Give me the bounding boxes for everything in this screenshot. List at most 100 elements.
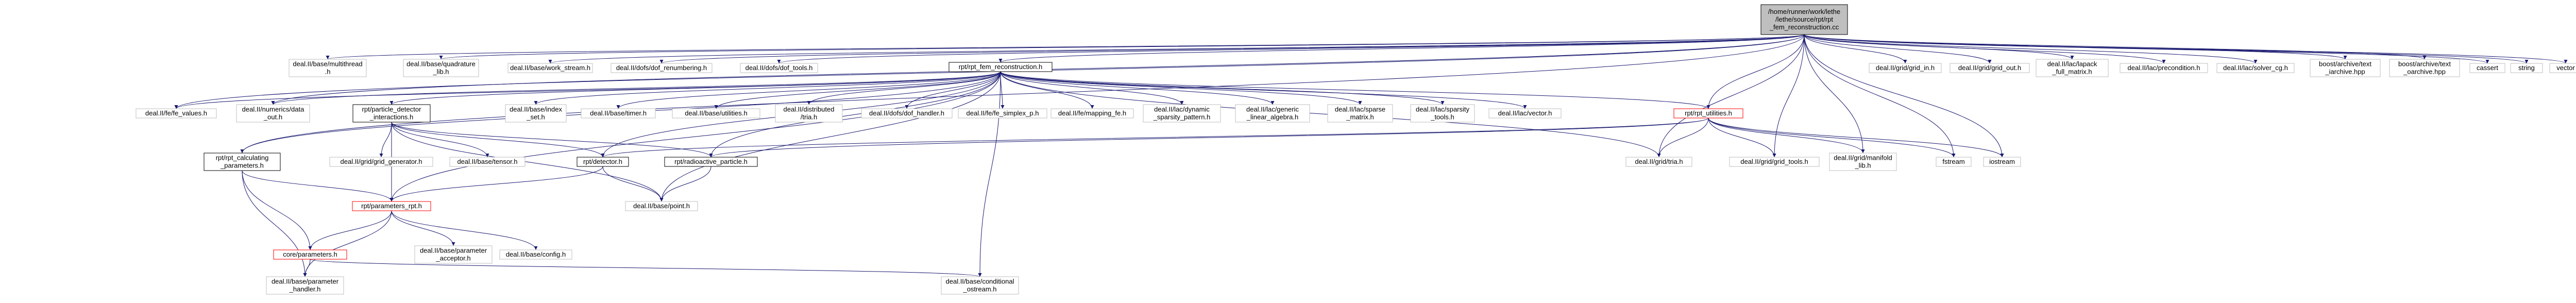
edge-rpt_calc_params-to-core_params [242, 170, 312, 250]
node-label: deal.II/grid/grid_tools.h [1740, 158, 1808, 165]
node-label: deal.II/lac/solver_cg.h [2223, 64, 2288, 72]
node-rpt_calc_params[interactable]: rpt/rpt_calculating_parameters.h [204, 153, 281, 171]
node-label: vector [2556, 64, 2575, 72]
node-box [625, 201, 698, 211]
node-box [2120, 63, 2208, 73]
node-label: deal.II/base/timer.h [590, 109, 647, 117]
node-box [1936, 157, 1972, 167]
node-pdi[interactable]: rpt/particle_detector_interactions.h [352, 104, 431, 123]
node-box [289, 59, 367, 77]
node-label: deal.II/base/multithread [293, 60, 362, 68]
node-box [266, 276, 344, 295]
node-param_rpt[interactable]: rpt/parameters_rpt.h [352, 201, 431, 211]
edge-root-to-fstream [1804, 34, 1956, 158]
edge-root-to-grid_out [1804, 34, 1992, 64]
node-label: rpt/rpt_fem_reconstruction.h [959, 63, 1043, 71]
edge-recon_h-to-sparsity_tools [1000, 71, 1445, 105]
edge-pdi-to-radioactive [391, 122, 713, 158]
edge-recon_h-to-dof_handler [905, 71, 1001, 109]
edge-rpt_utilities-to-fstream [1708, 117, 1956, 158]
node-box [664, 157, 758, 167]
node-multithread: deal.II/base/multithread.h [289, 59, 367, 77]
node-label: _ostream.h [962, 285, 996, 293]
node-label: deal.II/lac/precondition.h [2128, 64, 2200, 72]
node-detector[interactable]: rpt/detector.h [577, 157, 629, 167]
node-box [1235, 104, 1310, 123]
node-label: _acceptor.h [435, 255, 470, 262]
node-label: _fem_reconstruction.cc [1769, 23, 1839, 31]
node-label: rpt/parameters_rpt.h [361, 202, 422, 210]
node-recon_h[interactable]: rpt/rpt_fem_reconstruction.h [948, 62, 1053, 72]
node-label: deal.II/base/work_stream.h [510, 64, 590, 72]
node-vector: vector [2549, 63, 2576, 73]
edge-rpt_utilities-to-manifold_lib [1708, 117, 1865, 154]
node-index_set: deal.II/base/index_set.h [505, 104, 567, 123]
edge-recon_h-to-fe_mapping [1000, 71, 1094, 109]
node-root[interactable]: /home/runner/work/lethe/lethe/source/rpt… [1760, 4, 1848, 35]
node-label: deal.II/grid/grid_out.h [1958, 64, 2021, 72]
node-sparse_matrix: deal.II/lac/sparse_matrix.h [1327, 104, 1393, 123]
node-label: cassert [2477, 64, 2498, 72]
node-timer: deal.II/base/timer.h [581, 108, 656, 119]
node-box [2549, 63, 2576, 73]
node-box [1410, 104, 1475, 123]
node-label: deal.II/base/point.h [633, 202, 690, 210]
edge-recon_h-to-timer [616, 71, 1001, 109]
node-label: deal.II/fe/fe_values.h [145, 109, 207, 117]
node-dof_handler: deal.II/dofs/dof_handler.h [861, 108, 953, 119]
node-label: _linear_algebra.h [1246, 113, 1298, 121]
edge-root-to-grid_tria [1657, 34, 1805, 158]
node-label: deal.II/numerics/data [242, 106, 304, 113]
node-box [273, 249, 347, 260]
edge-rpt_utilities-to-radioactive [709, 117, 1709, 158]
node-box [1050, 108, 1134, 119]
edge-root-to-dof_renumbering [660, 34, 1805, 64]
node-box [611, 63, 713, 73]
node-label: _full_matrix.h [2052, 68, 2092, 76]
node-rpt_utilities[interactable]: rpt/rpt_utilities.h [1673, 108, 1743, 119]
edge-param_rpt-to-core_params [308, 210, 392, 250]
node-box [204, 153, 281, 171]
node-manifold_lib: deal.II/grid/manifold_lib.h [1829, 153, 1897, 171]
node-label: _lib.h [1854, 162, 1871, 170]
node-grid_tria: deal.II/grid/tria.h [1625, 157, 1692, 167]
edge-root-to-text_oarchive [1804, 34, 2427, 60]
node-label: deal.II/lac/vector.h [1498, 109, 1552, 117]
edge-pdi-to-detector [391, 122, 605, 158]
node-label: deal.II/grid/manifold [1834, 154, 1892, 162]
node-label: deal.II/base/parameter [420, 247, 487, 255]
edge-pdi-to-point [391, 122, 664, 202]
node-box [1625, 157, 1692, 167]
edge-core_params-to-param_handler [303, 259, 311, 277]
node-label: /lethe/source/rpt/rpt [1775, 15, 1833, 23]
node-label: deal.II/dofs/dof_handler.h [869, 109, 944, 117]
edge-recon_h-to-radioactive [709, 71, 1001, 158]
edge-radioactive-to-point [659, 166, 711, 202]
node-box [948, 62, 1053, 72]
node-label: _handler.h [289, 285, 321, 293]
edge-root-to-recon_h [998, 34, 1805, 63]
node-core_params[interactable]: core/parameters.h [273, 249, 347, 260]
node-lac_vector: deal.II/lac/vector.h [1488, 108, 1562, 119]
node-label: deal.II/base/quadrature [406, 60, 476, 68]
edge-recon_h-to-index_set [534, 71, 1001, 105]
node-box [505, 104, 567, 123]
node-radioactive[interactable]: rpt/radioactive_particle.h [664, 157, 758, 167]
edge-root-to-rpt_calc_params [240, 34, 1805, 154]
edge-pdi-to-grid_generator [379, 122, 392, 158]
node-box [740, 63, 818, 73]
edge-recon_h-to-rpt_utilities [1000, 71, 1710, 109]
node-sparsity_tools: deal.II/lac/sparsity_tools.h [1410, 104, 1475, 123]
edge-rpt_utilities-to-grid_tria [1657, 117, 1709, 158]
node-string: string [2510, 63, 2543, 73]
edge-recon_h-to-point [659, 71, 1001, 202]
edge-rpt_calc_params-to-param_handler [242, 170, 307, 277]
node-box [1829, 153, 1897, 171]
node-box [236, 104, 310, 123]
node-box [1983, 157, 2021, 167]
node-box [1488, 108, 1562, 119]
node-box [135, 108, 217, 119]
node-label: rpt/radioactive_particle.h [674, 158, 748, 165]
edge-recon_h-to-fe_values [174, 71, 1001, 109]
edge-recon_h-to-param_rpt [389, 71, 1001, 202]
